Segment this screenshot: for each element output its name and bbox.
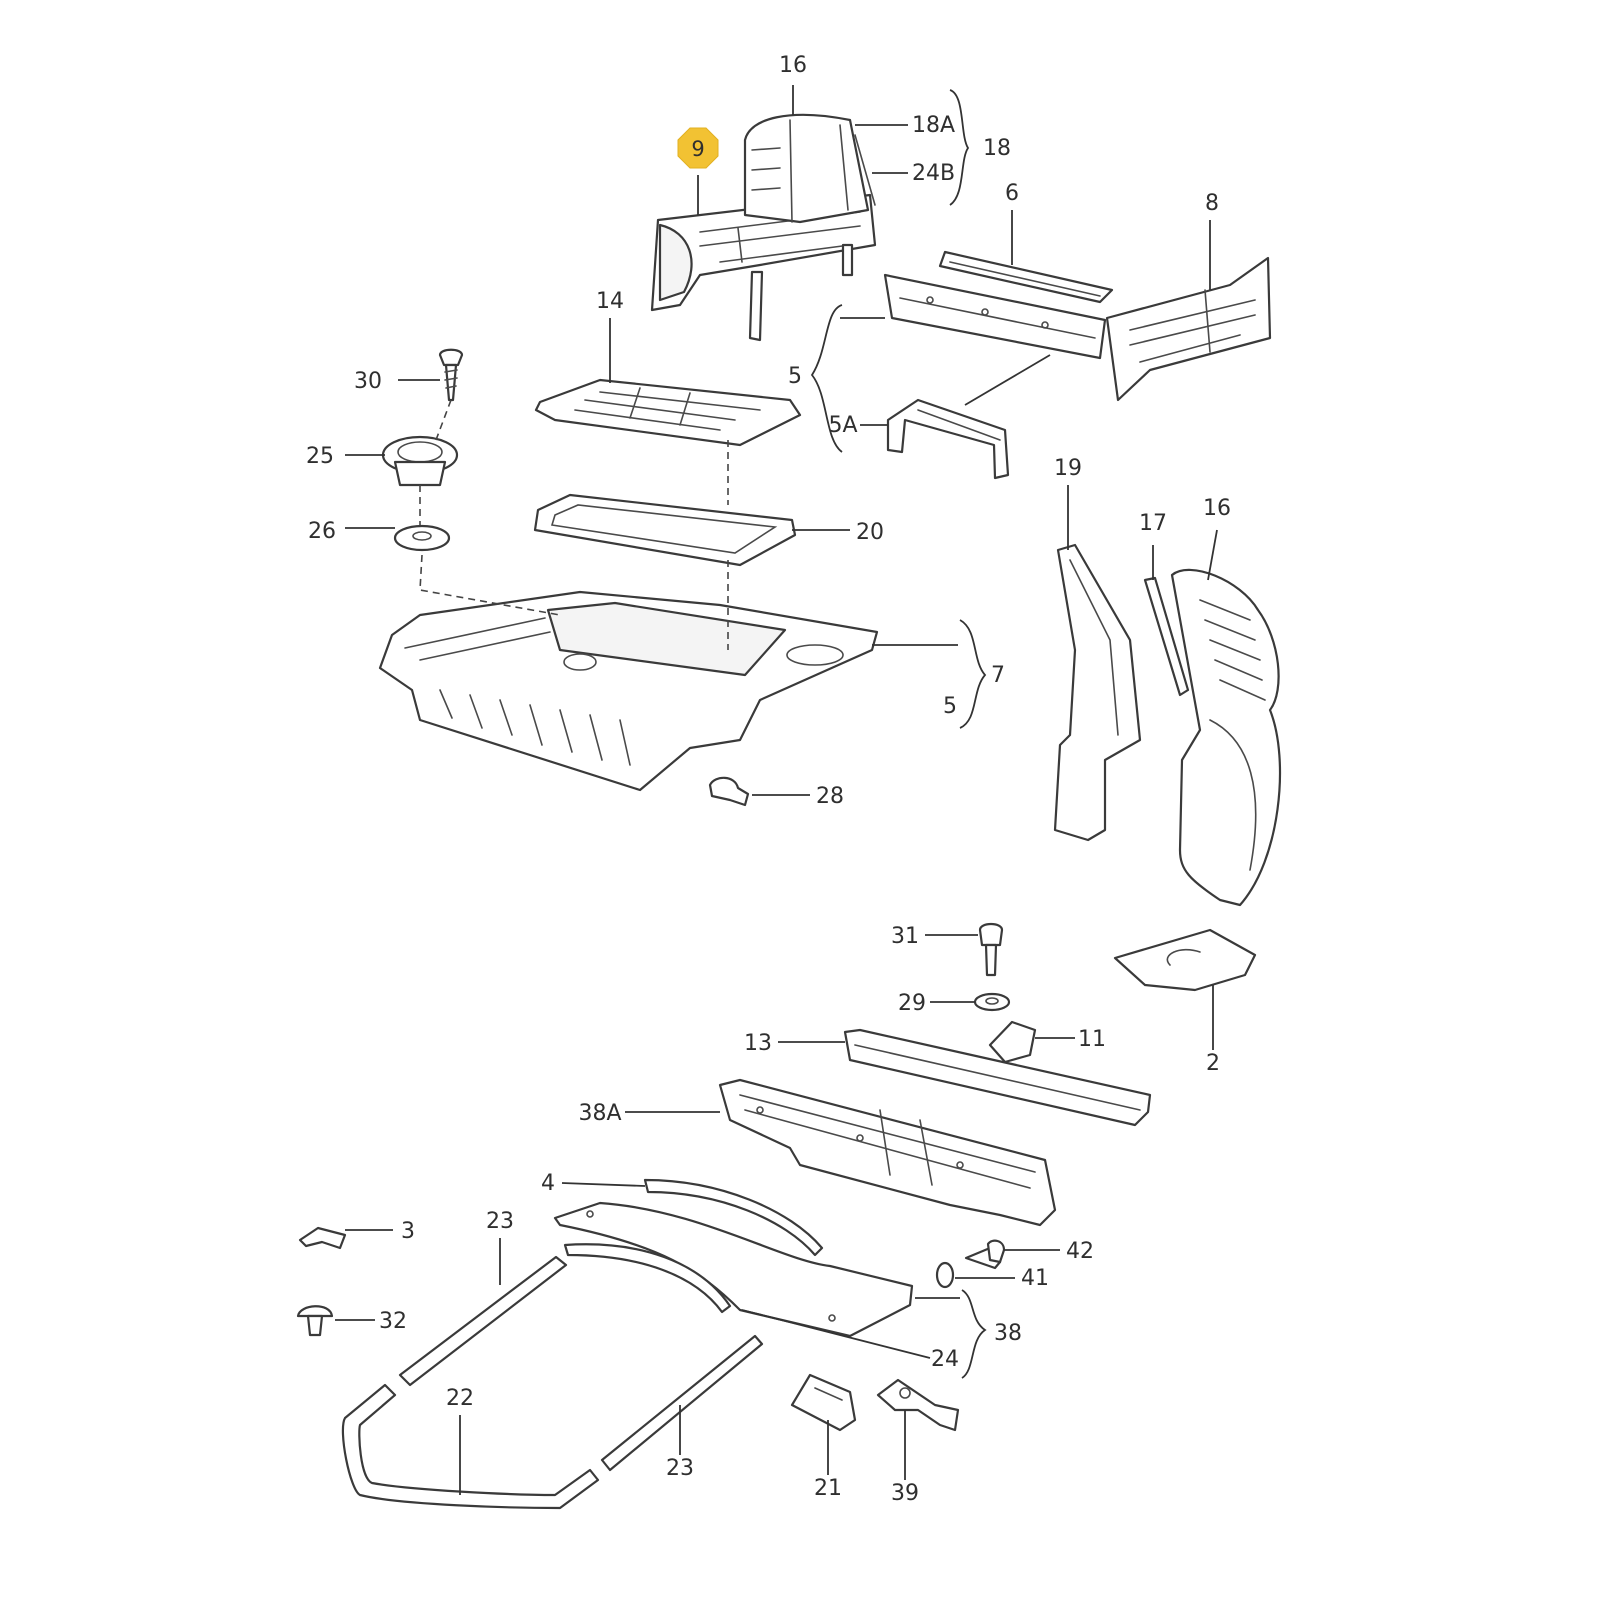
part-17-strip <box>1143 576 1190 697</box>
callout-30[interactable]: 30 <box>354 369 382 394</box>
callout-23-bottom[interactable]: 23 <box>666 1456 694 1481</box>
callout-31[interactable]: 31 <box>891 924 919 949</box>
callout-38a[interactable]: 38A <box>578 1101 621 1126</box>
callout-24[interactable]: 24 <box>931 1347 959 1372</box>
callout-24b[interactable]: 24B <box>912 161 955 186</box>
callout-16-right[interactable]: 16 <box>1203 496 1231 521</box>
callout-2[interactable]: 2 <box>1206 1051 1220 1076</box>
callout-17[interactable]: 17 <box>1139 511 1167 536</box>
callout-26[interactable]: 26 <box>308 519 336 544</box>
callout-5-top[interactable]: 5 <box>788 364 802 389</box>
brace-5-top <box>810 304 843 453</box>
part-7-floor <box>378 590 879 792</box>
part-31-bolt <box>978 922 1004 977</box>
callout-18[interactable]: 18 <box>983 136 1011 161</box>
callout-22[interactable]: 22 <box>446 1386 474 1411</box>
part-26-washer <box>393 524 451 552</box>
callout-16-top[interactable]: 16 <box>779 53 807 78</box>
callout-23-top[interactable]: 23 <box>486 1209 514 1234</box>
part-20-seal <box>533 493 797 567</box>
callout-11[interactable]: 11 <box>1078 1027 1106 1052</box>
part-30-screw <box>438 348 464 402</box>
part-42-bolt <box>964 1239 1006 1270</box>
callout-labels: 16 18A 18 24B 6 8 14 5 5A 30 25 26 20 19… <box>306 53 1231 1506</box>
brace-7-5 <box>959 619 987 729</box>
leader-lines <box>335 85 1218 1495</box>
dash-line-30-25 <box>435 399 452 441</box>
callout-19[interactable]: 19 <box>1054 456 1082 481</box>
callout-21[interactable]: 21 <box>814 1476 842 1501</box>
part-6-bar <box>938 250 1114 304</box>
callout-8[interactable]: 8 <box>1205 191 1219 216</box>
part-25-grommet <box>381 435 459 487</box>
part-32-pushpin <box>296 1305 334 1337</box>
part-23-strip-bottom <box>600 1334 764 1472</box>
callout-3[interactable]: 3 <box>401 1219 415 1244</box>
part-23-strip-top <box>398 1255 568 1387</box>
part-16-upper-frame <box>743 113 876 224</box>
part-41-washer <box>935 1261 955 1289</box>
callout-28[interactable]: 28 <box>816 784 844 809</box>
callout-13[interactable]: 13 <box>744 1031 772 1056</box>
part-19-pillar <box>1053 543 1142 842</box>
highlight-marker-9[interactable]: 9 <box>677 127 719 169</box>
callout-7[interactable]: 7 <box>991 663 1005 688</box>
part-29-washer <box>973 992 1011 1012</box>
callout-39[interactable]: 39 <box>891 1481 919 1506</box>
callout-38[interactable]: 38 <box>994 1321 1022 1346</box>
callout-9[interactable]: 9 <box>691 137 704 161</box>
part-38a-crossmember <box>718 1078 1057 1227</box>
part-5-rail <box>883 273 1107 360</box>
callout-29[interactable]: 29 <box>898 991 926 1016</box>
part-21-bracket <box>790 1373 857 1432</box>
callout-25[interactable]: 25 <box>306 444 334 469</box>
callout-32[interactable]: 32 <box>379 1309 407 1334</box>
callout-14[interactable]: 14 <box>596 289 624 314</box>
brace-38 <box>961 1289 987 1379</box>
part-13-crossmember <box>843 1028 1152 1127</box>
part-16-wheel-arch <box>1170 568 1282 907</box>
callout-41[interactable]: 41 <box>1021 1266 1049 1291</box>
callout-42[interactable]: 42 <box>1066 1239 1094 1264</box>
callout-6[interactable]: 6 <box>1005 181 1019 206</box>
part-9-rear-panel <box>650 193 877 342</box>
part-24-sheet <box>553 1201 914 1338</box>
callout-5a[interactable]: 5A <box>828 413 857 438</box>
part-22-u-seal <box>341 1383 600 1510</box>
part-3-clip <box>298 1226 347 1250</box>
callout-4[interactable]: 4 <box>541 1171 555 1196</box>
part-39-bracket <box>876 1378 960 1432</box>
part-8-side-panel <box>1105 256 1272 402</box>
part-11-bracket <box>988 1020 1037 1064</box>
part-14-cover <box>534 378 802 447</box>
part-4-trim <box>643 1178 824 1257</box>
part-28-clip <box>708 776 750 807</box>
part-2-bracket <box>1113 928 1257 992</box>
callout-5-mid[interactable]: 5 <box>943 694 957 719</box>
part-5a-bracket <box>886 398 1010 480</box>
callout-18a[interactable]: 18A <box>912 113 955 138</box>
callout-20[interactable]: 20 <box>856 520 884 545</box>
brace-18 <box>949 89 970 206</box>
